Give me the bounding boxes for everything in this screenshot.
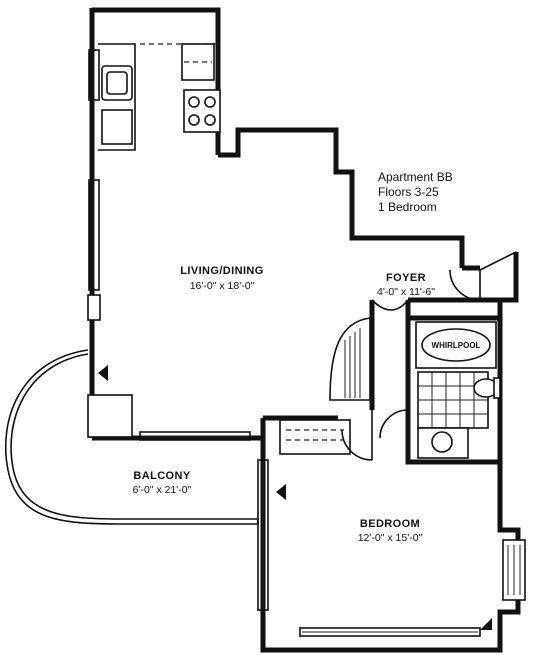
- kitchen: [87, 43, 221, 438]
- bath-tile-floor: [417, 371, 489, 429]
- bedroom-label: BEDROOM: [360, 518, 420, 530]
- room-labels: LIVING/DINING 16'-0" x 18'-0" FOYER 4'-0…: [133, 265, 436, 544]
- doors: [341, 251, 517, 520]
- windows: [88, 49, 481, 637]
- balcony-label: BALCONY: [133, 470, 190, 482]
- whirlpool-tub-icon: [421, 328, 491, 362]
- closets: [279, 317, 526, 601]
- dishwasher-icon: [101, 109, 133, 145]
- living-dining-label: LIVING/DINING: [180, 265, 263, 277]
- bath-sink-icon: [431, 431, 453, 453]
- stove-icon: [183, 89, 221, 133]
- balcony-dims: 6'-0" x 21'-0": [133, 484, 192, 496]
- balcony-outline: [4, 349, 259, 525]
- living-dining-dims: 16'-0" x 18'-0": [190, 280, 255, 292]
- foyer-label: FOYER: [386, 272, 426, 284]
- bathroom: WHIRLPOOL: [415, 321, 501, 459]
- bedroom-dims: 12'-0" x 15'-0": [358, 532, 423, 544]
- triangle-marker-icon: [98, 365, 108, 381]
- sink-icon: [101, 65, 133, 101]
- apartment-info: Apartment BB Floors 3-25 1 Bedroom: [378, 170, 453, 214]
- whirlpool-label: WHIRLPOOL: [432, 341, 481, 350]
- markers: [98, 365, 492, 630]
- foyer-dims: 4'-0" x 11'-6": [377, 286, 435, 298]
- triangle-marker-icon: [480, 618, 492, 630]
- floors-range: Floors 3-25: [378, 185, 439, 199]
- walls: [89, 7, 521, 653]
- triangle-marker-icon: [276, 484, 286, 500]
- bedroom-count: 1 Bedroom: [378, 200, 437, 214]
- apartment-name: Apartment BB: [378, 170, 453, 184]
